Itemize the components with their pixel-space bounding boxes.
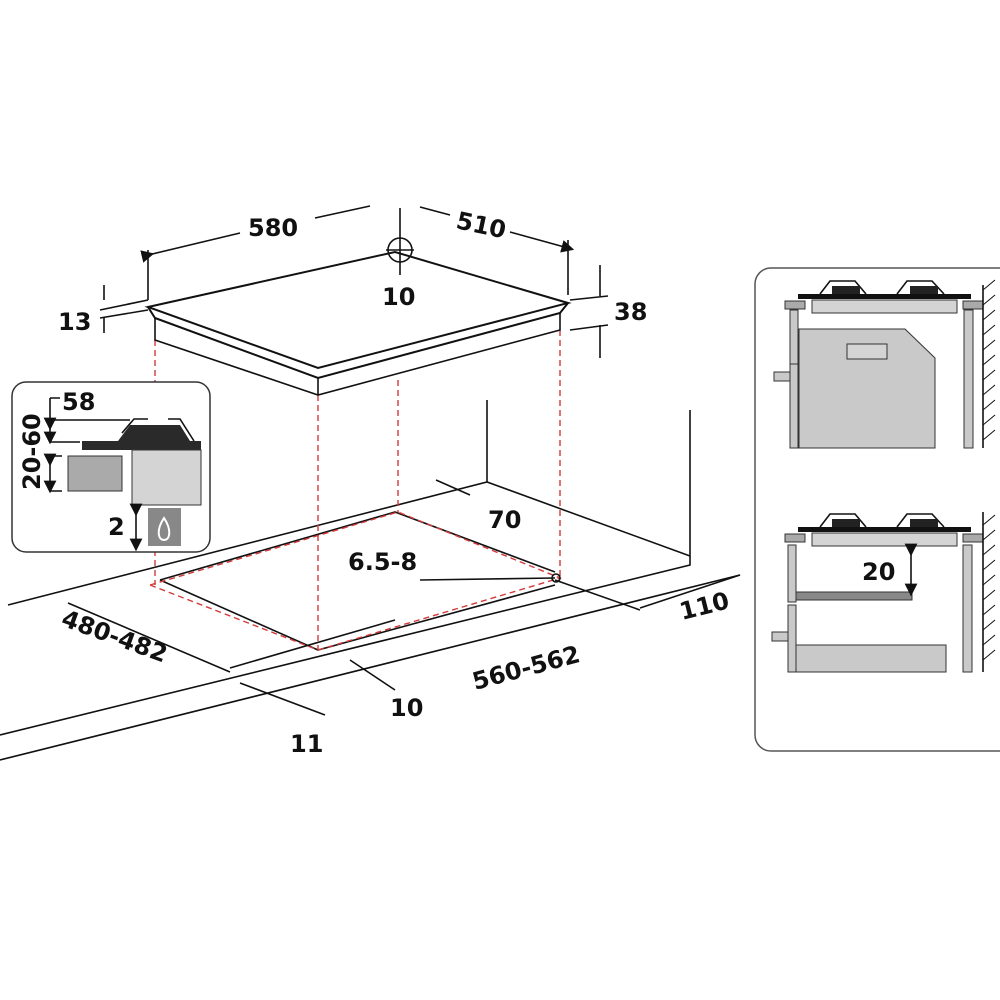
dim-11: 11	[290, 730, 323, 758]
flame-icon	[157, 516, 171, 542]
inset-panel	[11, 381, 211, 553]
dim-480-482: 480-482	[58, 604, 171, 668]
dim-13: 13	[58, 308, 91, 336]
side-view-panel	[754, 267, 1000, 752]
dim-510: 510	[454, 206, 509, 244]
dim-2: 2	[108, 513, 125, 541]
dim-20-60: 20-60	[18, 413, 46, 490]
dim-58: 58	[62, 388, 95, 416]
hob	[144, 208, 572, 396]
dim-10-top: 10	[382, 283, 415, 311]
dim-38: 38	[614, 298, 647, 326]
dim-6-5-8: 6.5-8	[348, 548, 417, 576]
hole-icon	[551, 573, 561, 583]
dim-560-562: 560-562	[469, 640, 583, 696]
dim-580: 580	[248, 214, 298, 242]
dim-20: 20	[862, 558, 895, 586]
dim-10-front: 10	[390, 694, 423, 722]
dim-70: 70	[488, 506, 521, 534]
dimension-lines	[67, 205, 741, 716]
